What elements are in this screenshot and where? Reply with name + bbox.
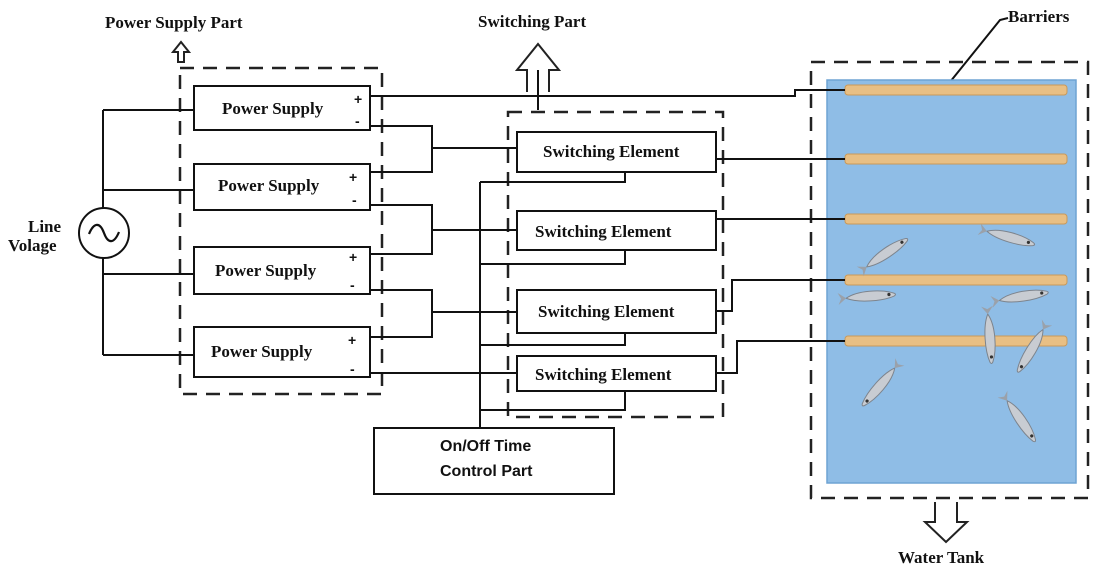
- power-supply-label: Power Supply: [215, 261, 317, 280]
- minus-terminal: -: [355, 113, 360, 129]
- barrier-1: [844, 84, 1068, 96]
- fish-group: [837, 223, 1053, 443]
- barrier-2: [844, 153, 1068, 165]
- switching-element-2: Switching Element: [516, 210, 717, 251]
- minus-terminal: -: [352, 192, 357, 208]
- fish-icon: [861, 358, 905, 407]
- power-supply-3: Power Supply + -: [193, 246, 371, 295]
- fish-icon: [977, 223, 1036, 247]
- on-off-time-control-part: On/Off Time Control Part: [373, 427, 615, 495]
- switching-element-3: Switching Element: [516, 289, 717, 334]
- plus-terminal: +: [348, 332, 356, 348]
- switching-part-arrow-icon: [514, 42, 562, 92]
- switching-element-1: Switching Element: [516, 131, 717, 173]
- power-supply-part-arrow-icon: [170, 40, 192, 63]
- fish-icon: [997, 390, 1037, 443]
- water-tank-title: Water Tank: [898, 548, 985, 567]
- switching-element-label: Switching Element: [543, 142, 680, 161]
- barrier-4: [844, 274, 1068, 286]
- minus-terminal: -: [350, 277, 355, 293]
- switching-element-label: Switching Element: [535, 222, 672, 241]
- barriers-label: Barriers: [1008, 7, 1070, 26]
- supply-to-switch-wiring: [370, 89, 845, 374]
- minus-terminal: -: [350, 361, 355, 377]
- line-voltage-label-1: Line: [28, 217, 62, 236]
- control-wiring: [479, 172, 626, 428]
- plus-terminal: +: [354, 91, 362, 107]
- fish-icon: [990, 289, 1049, 308]
- barriers-pointer-line: [949, 17, 1009, 83]
- control-label-line1: On/Off Time: [440, 438, 531, 455]
- plus-terminal: +: [349, 249, 357, 265]
- power-supply-label: Power Supply: [218, 176, 320, 195]
- power-supply-part-title: Power Supply Part: [105, 13, 243, 32]
- power-supply-2: Power Supply + -: [193, 163, 371, 211]
- line-voltage-label-2: Volage: [8, 236, 57, 255]
- barriers-group: [844, 84, 1068, 347]
- barrier-3: [844, 213, 1068, 225]
- fish-icon: [981, 305, 996, 364]
- power-supply-4: Power Supply + -: [193, 326, 371, 378]
- water-tank-arrow-icon: [922, 502, 970, 544]
- power-supply-label: Power Supply: [211, 342, 313, 361]
- power-supply-1: Power Supply + -: [193, 85, 371, 131]
- sine-wave-icon: [87, 223, 121, 243]
- fish-icon: [856, 237, 909, 277]
- switching-element-4: Switching Element: [516, 355, 717, 392]
- switching-element-label: Switching Element: [535, 365, 672, 384]
- fish-icon: [1016, 319, 1053, 373]
- fish-icon: [837, 290, 896, 305]
- control-label-line2: Control Part: [440, 463, 533, 480]
- plus-terminal: +: [349, 169, 357, 185]
- switching-part-title: Switching Part: [478, 12, 586, 31]
- switch-to-barrier-wiring: [716, 158, 845, 374]
- power-supply-label: Power Supply: [222, 99, 324, 118]
- switching-element-label: Switching Element: [538, 302, 675, 321]
- power-supply-part-boundary: [178, 66, 384, 396]
